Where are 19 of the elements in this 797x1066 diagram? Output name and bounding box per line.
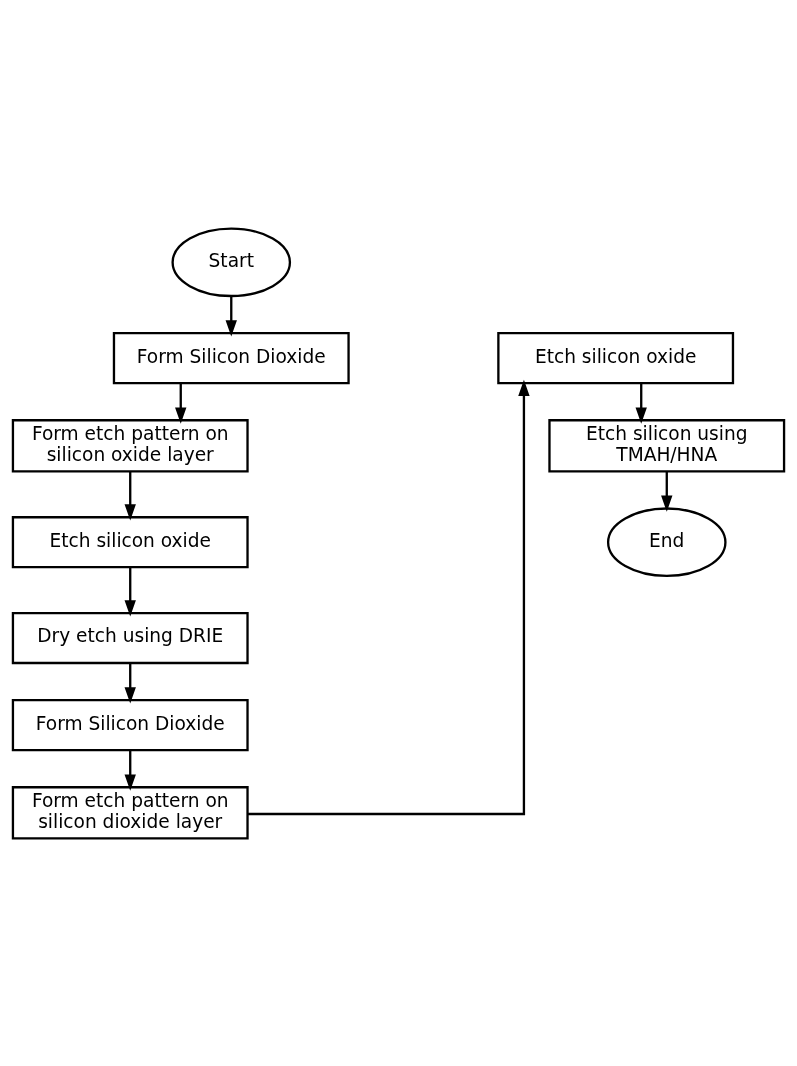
node-box: Etch silicon using TMAH/HNA bbox=[548, 418, 786, 473]
arrow bbox=[124, 566, 136, 617]
arrow bbox=[635, 383, 647, 424]
arrow bbox=[661, 471, 673, 512]
arrow bbox=[175, 383, 187, 424]
node-ellipse: End bbox=[606, 506, 727, 577]
node-ellipse: Start bbox=[171, 227, 292, 297]
arrow bbox=[124, 471, 136, 520]
arrow bbox=[124, 662, 136, 703]
node-box: Form Silicon Dioxide bbox=[112, 331, 350, 384]
node-box: Etch silicon oxide bbox=[11, 515, 249, 568]
node-box: Form etch pattern on silicon oxide layer bbox=[11, 418, 249, 473]
arrow bbox=[247, 379, 530, 815]
arrow bbox=[124, 750, 136, 791]
node-box: Dry etch using DRIE bbox=[11, 611, 249, 664]
node-box: Form etch pattern on silicon dioxide layer bbox=[11, 785, 249, 839]
arrow bbox=[225, 295, 237, 336]
node-box: Etch silicon oxide bbox=[497, 331, 735, 384]
node-box: Form Silicon Dioxide bbox=[11, 698, 249, 751]
